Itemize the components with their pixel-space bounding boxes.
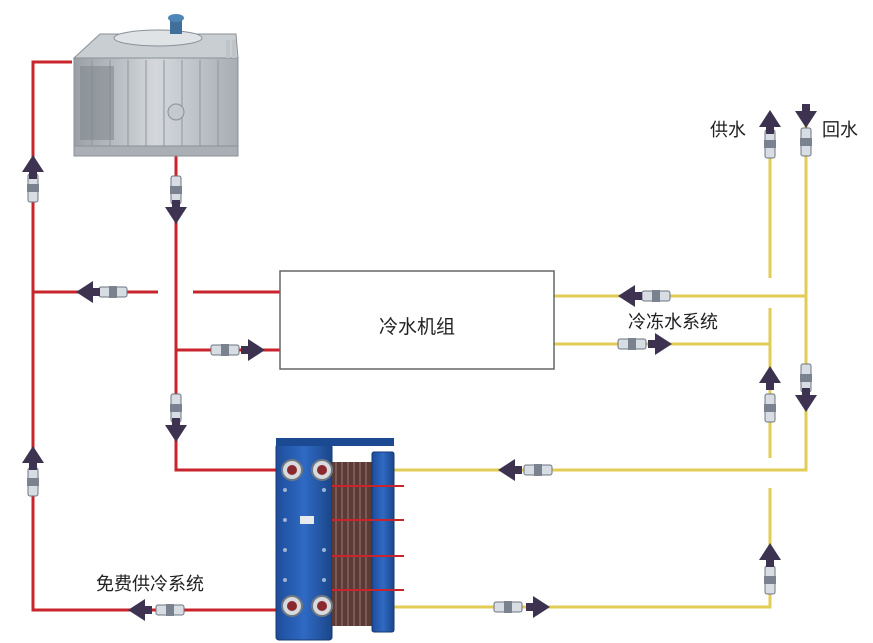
valve-icon: [210, 344, 240, 356]
valves: [27, 127, 812, 616]
cooling-tower-icon: [72, 14, 239, 157]
valve-icon: [27, 467, 39, 497]
chiller-label: 冷水机组: [379, 316, 455, 338]
chiller-box: [279, 270, 555, 370]
flow-arrow-icon: [498, 459, 522, 481]
flow-arrow-icon: [22, 155, 44, 179]
valve-icon: [800, 127, 812, 157]
flow-arrow-icon: [759, 543, 781, 567]
valve-icon: [764, 129, 776, 159]
valve-icon: [764, 393, 776, 423]
valve-icon: [170, 393, 182, 423]
valve-icon: [170, 175, 182, 205]
plate-heat-exchanger-icon: [275, 438, 404, 641]
chilled-water-pipe: [330, 488, 772, 609]
valve-icon: [98, 286, 128, 298]
flow-arrows: [22, 104, 817, 621]
supply-water-label: 供水: [710, 120, 746, 141]
valve-icon: [800, 363, 812, 393]
flow-arrow-icon: [759, 110, 781, 134]
flow-arrow-icon: [241, 339, 265, 361]
return-water-label: 回水: [822, 120, 858, 141]
flow-arrow-icon: [759, 366, 781, 390]
flow-arrow-icon: [165, 200, 187, 224]
flow-arrow-icon: [795, 388, 817, 412]
valve-icon: [523, 464, 553, 476]
flow-arrow-icon: [128, 599, 152, 621]
flow-arrow-icon: [618, 285, 642, 307]
valve-icon: [617, 338, 647, 350]
flow-arrow-icon: [795, 104, 817, 128]
chilled-water-system-label: 冷冻水系统: [628, 312, 718, 333]
valve-icon: [155, 604, 185, 616]
valve-icon: [764, 565, 776, 595]
valve-icon: [493, 601, 523, 613]
chilled-water-pipe: [330, 120, 808, 472]
flow-arrow-icon: [165, 418, 187, 442]
flow-arrow-icon: [526, 596, 550, 618]
valve-icon: [641, 290, 671, 302]
flow-arrow-icon: [22, 446, 44, 470]
flow-arrow-icon: [648, 333, 672, 355]
cooling-water-pipe: [174, 155, 282, 472]
flow-arrow-icon: [76, 281, 100, 303]
free-cooling-system-label: 免费供冷系统: [96, 574, 204, 595]
